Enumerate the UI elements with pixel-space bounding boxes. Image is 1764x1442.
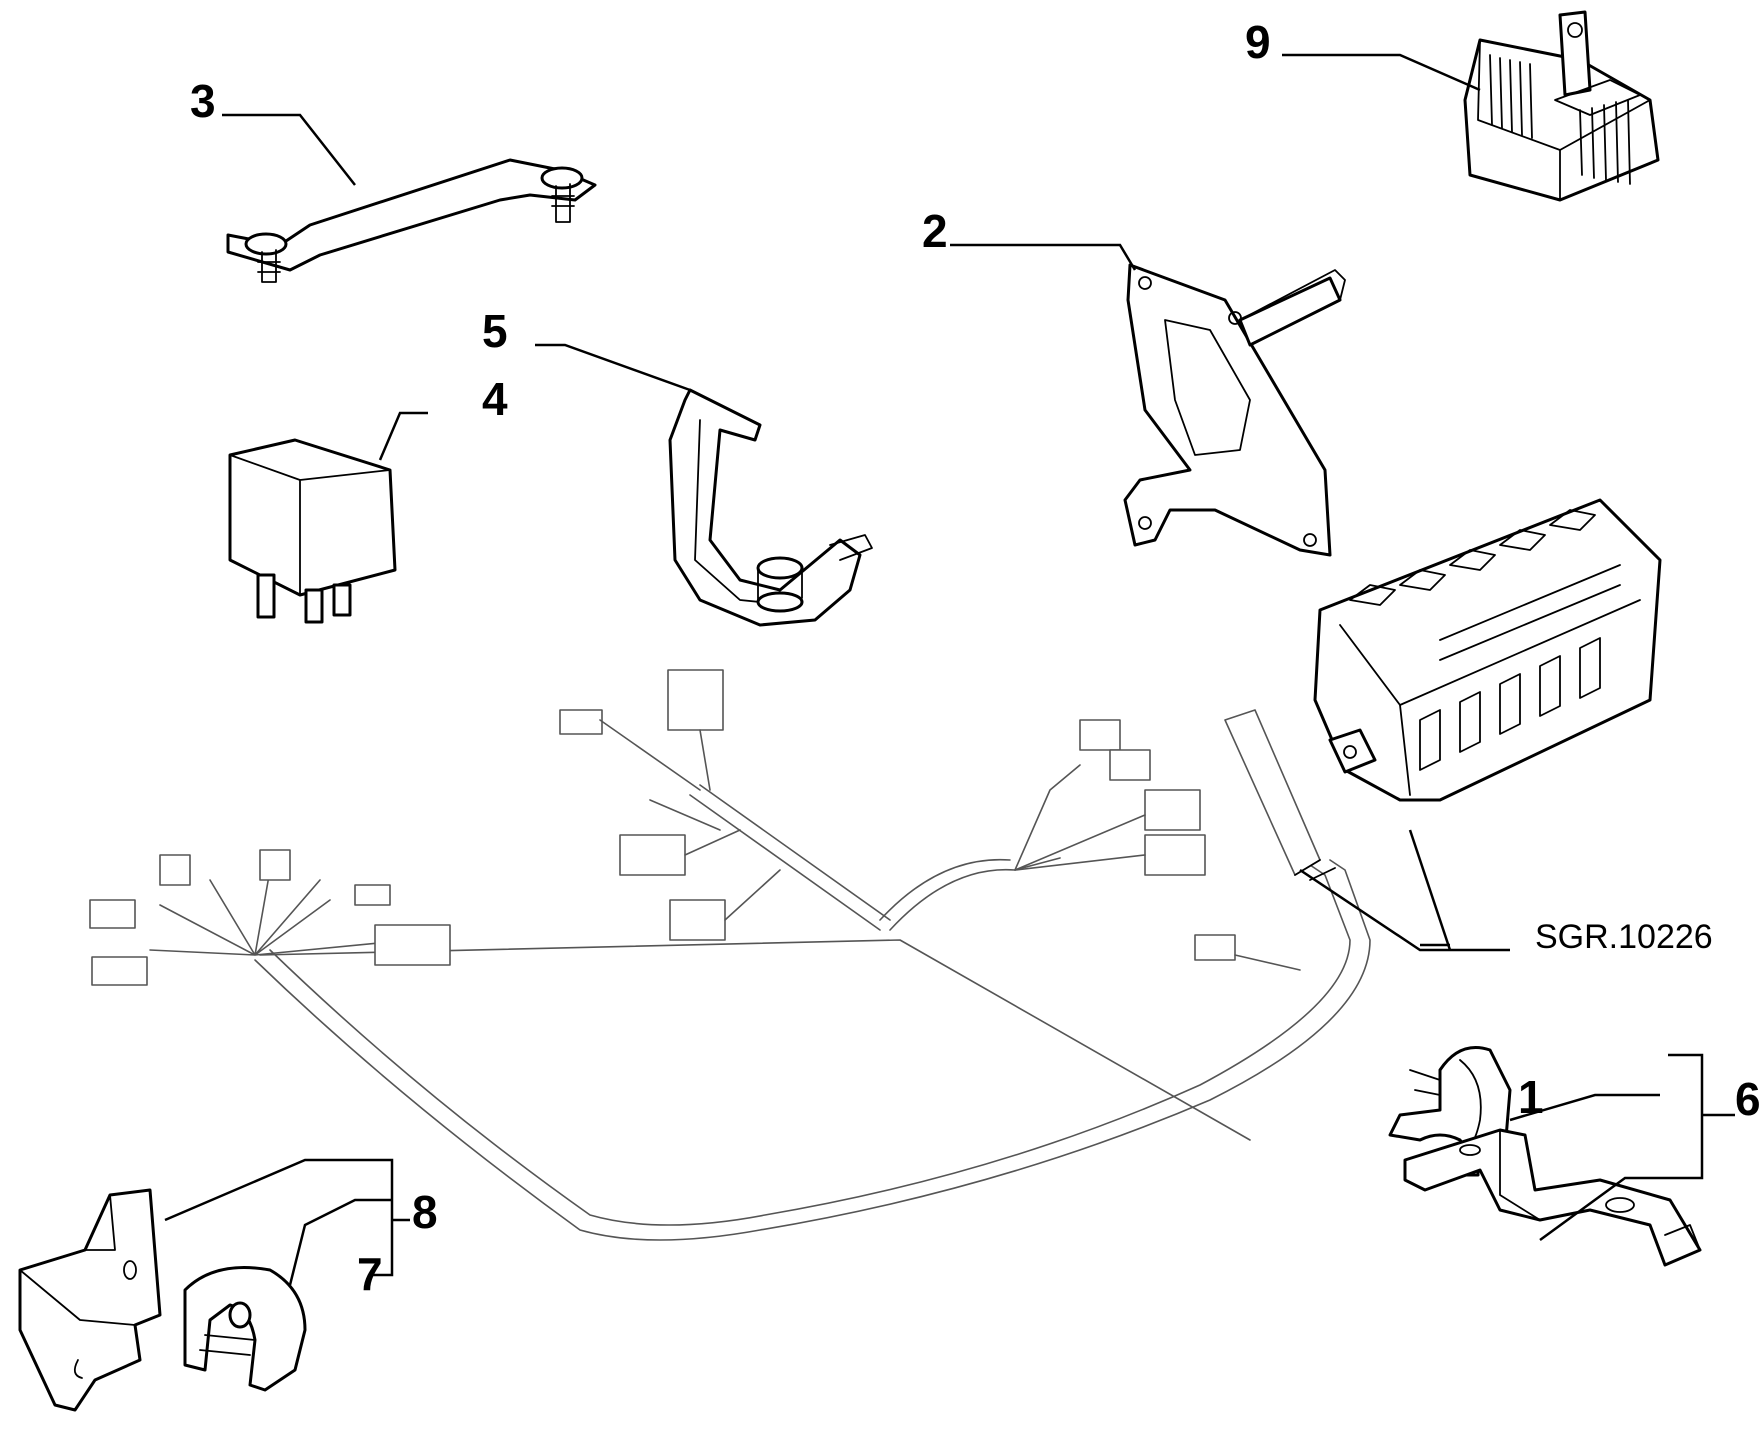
callout-4: 4 [482, 373, 508, 425]
callout-1: 1 [1518, 1071, 1544, 1123]
part-4-relay [228, 438, 397, 624]
callout-5: 5 [482, 305, 508, 357]
callout-8: 8 [412, 1186, 438, 1238]
part-2-support-bracket [1123, 263, 1346, 557]
part-7-clip [183, 1266, 307, 1392]
callout-9: 9 [1245, 16, 1271, 68]
part-8-support-plate [18, 1188, 162, 1412]
part-3-mounting-bar [226, 158, 597, 283]
callout-6: 6 [1735, 1073, 1761, 1125]
reference-code: SGR.10226 [1535, 918, 1713, 956]
callout-2: 2 [922, 205, 948, 257]
wiring-harness [89, 669, 1371, 1241]
part-9-control-relay [1463, 10, 1660, 202]
part-5-clip-bracket [668, 388, 873, 627]
part-6-mounting-bracket [1403, 1128, 1702, 1267]
callout-3: 3 [190, 75, 216, 127]
leader-lines [164, 53, 1735, 1286]
callout-7: 7 [357, 1248, 383, 1300]
electronic-control-unit [1313, 498, 1662, 802]
callout-labels: 1 2 3 4 5 6 7 8 9 SGR.10226 [190, 16, 1761, 1300]
